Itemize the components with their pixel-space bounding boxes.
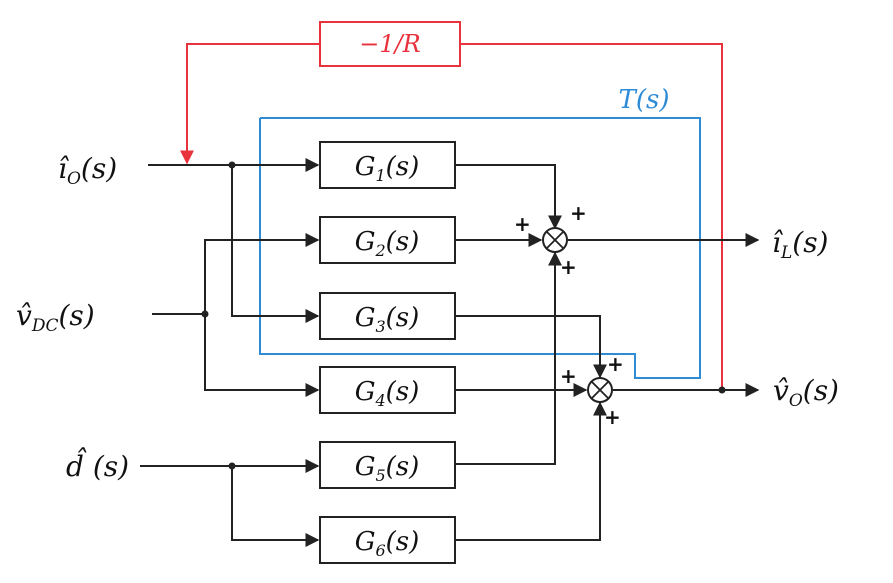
- feedback-label: −1/R: [359, 30, 421, 58]
- summing-junction-1: + + +: [514, 201, 587, 279]
- feedback-block: [319, 21, 461, 67]
- tf-region-label: T(s): [619, 85, 670, 115]
- tf-region: T(s): [259, 85, 701, 379]
- block-g3: G3(s): [319, 292, 456, 340]
- svg-text:G3(s): G3(s): [355, 303, 420, 336]
- svg-text:G2(s): G2(s): [355, 227, 420, 260]
- summing-junction-2: + + +: [560, 352, 624, 429]
- sum1-sign-bottom: +: [560, 255, 577, 279]
- sum2-sign-left: +: [560, 364, 577, 388]
- svg-text:G1(s): G1(s): [355, 152, 420, 185]
- input-label-d: d̂ (s): [66, 448, 129, 483]
- svg-text:G5(s): G5(s): [355, 452, 420, 485]
- sum1-sign-top: +: [570, 201, 587, 225]
- input-label-io: îO(s): [58, 152, 117, 189]
- sum1-sign-left: +: [514, 212, 531, 236]
- output-label-vo: v̂O(s): [773, 374, 839, 411]
- svg-text:G6(s): G6(s): [355, 527, 420, 560]
- sum2-sign-bottom: +: [604, 405, 621, 429]
- sum2-sign-top: +: [607, 352, 624, 376]
- block-g6: G6(s): [319, 516, 456, 564]
- block-g4: G4(s): [319, 366, 456, 414]
- wiring: [140, 158, 760, 547]
- output-label-il: îL(s): [772, 226, 828, 263]
- block-g2: G2(s): [319, 216, 456, 264]
- block-g1: G1(s): [319, 141, 456, 189]
- svg-text:G4(s): G4(s): [355, 377, 420, 410]
- input-label-vdc: v̂DC(s): [16, 299, 95, 336]
- feedback-path: −1/R: [180, 21, 723, 390]
- block-g5: G5(s): [319, 441, 456, 489]
